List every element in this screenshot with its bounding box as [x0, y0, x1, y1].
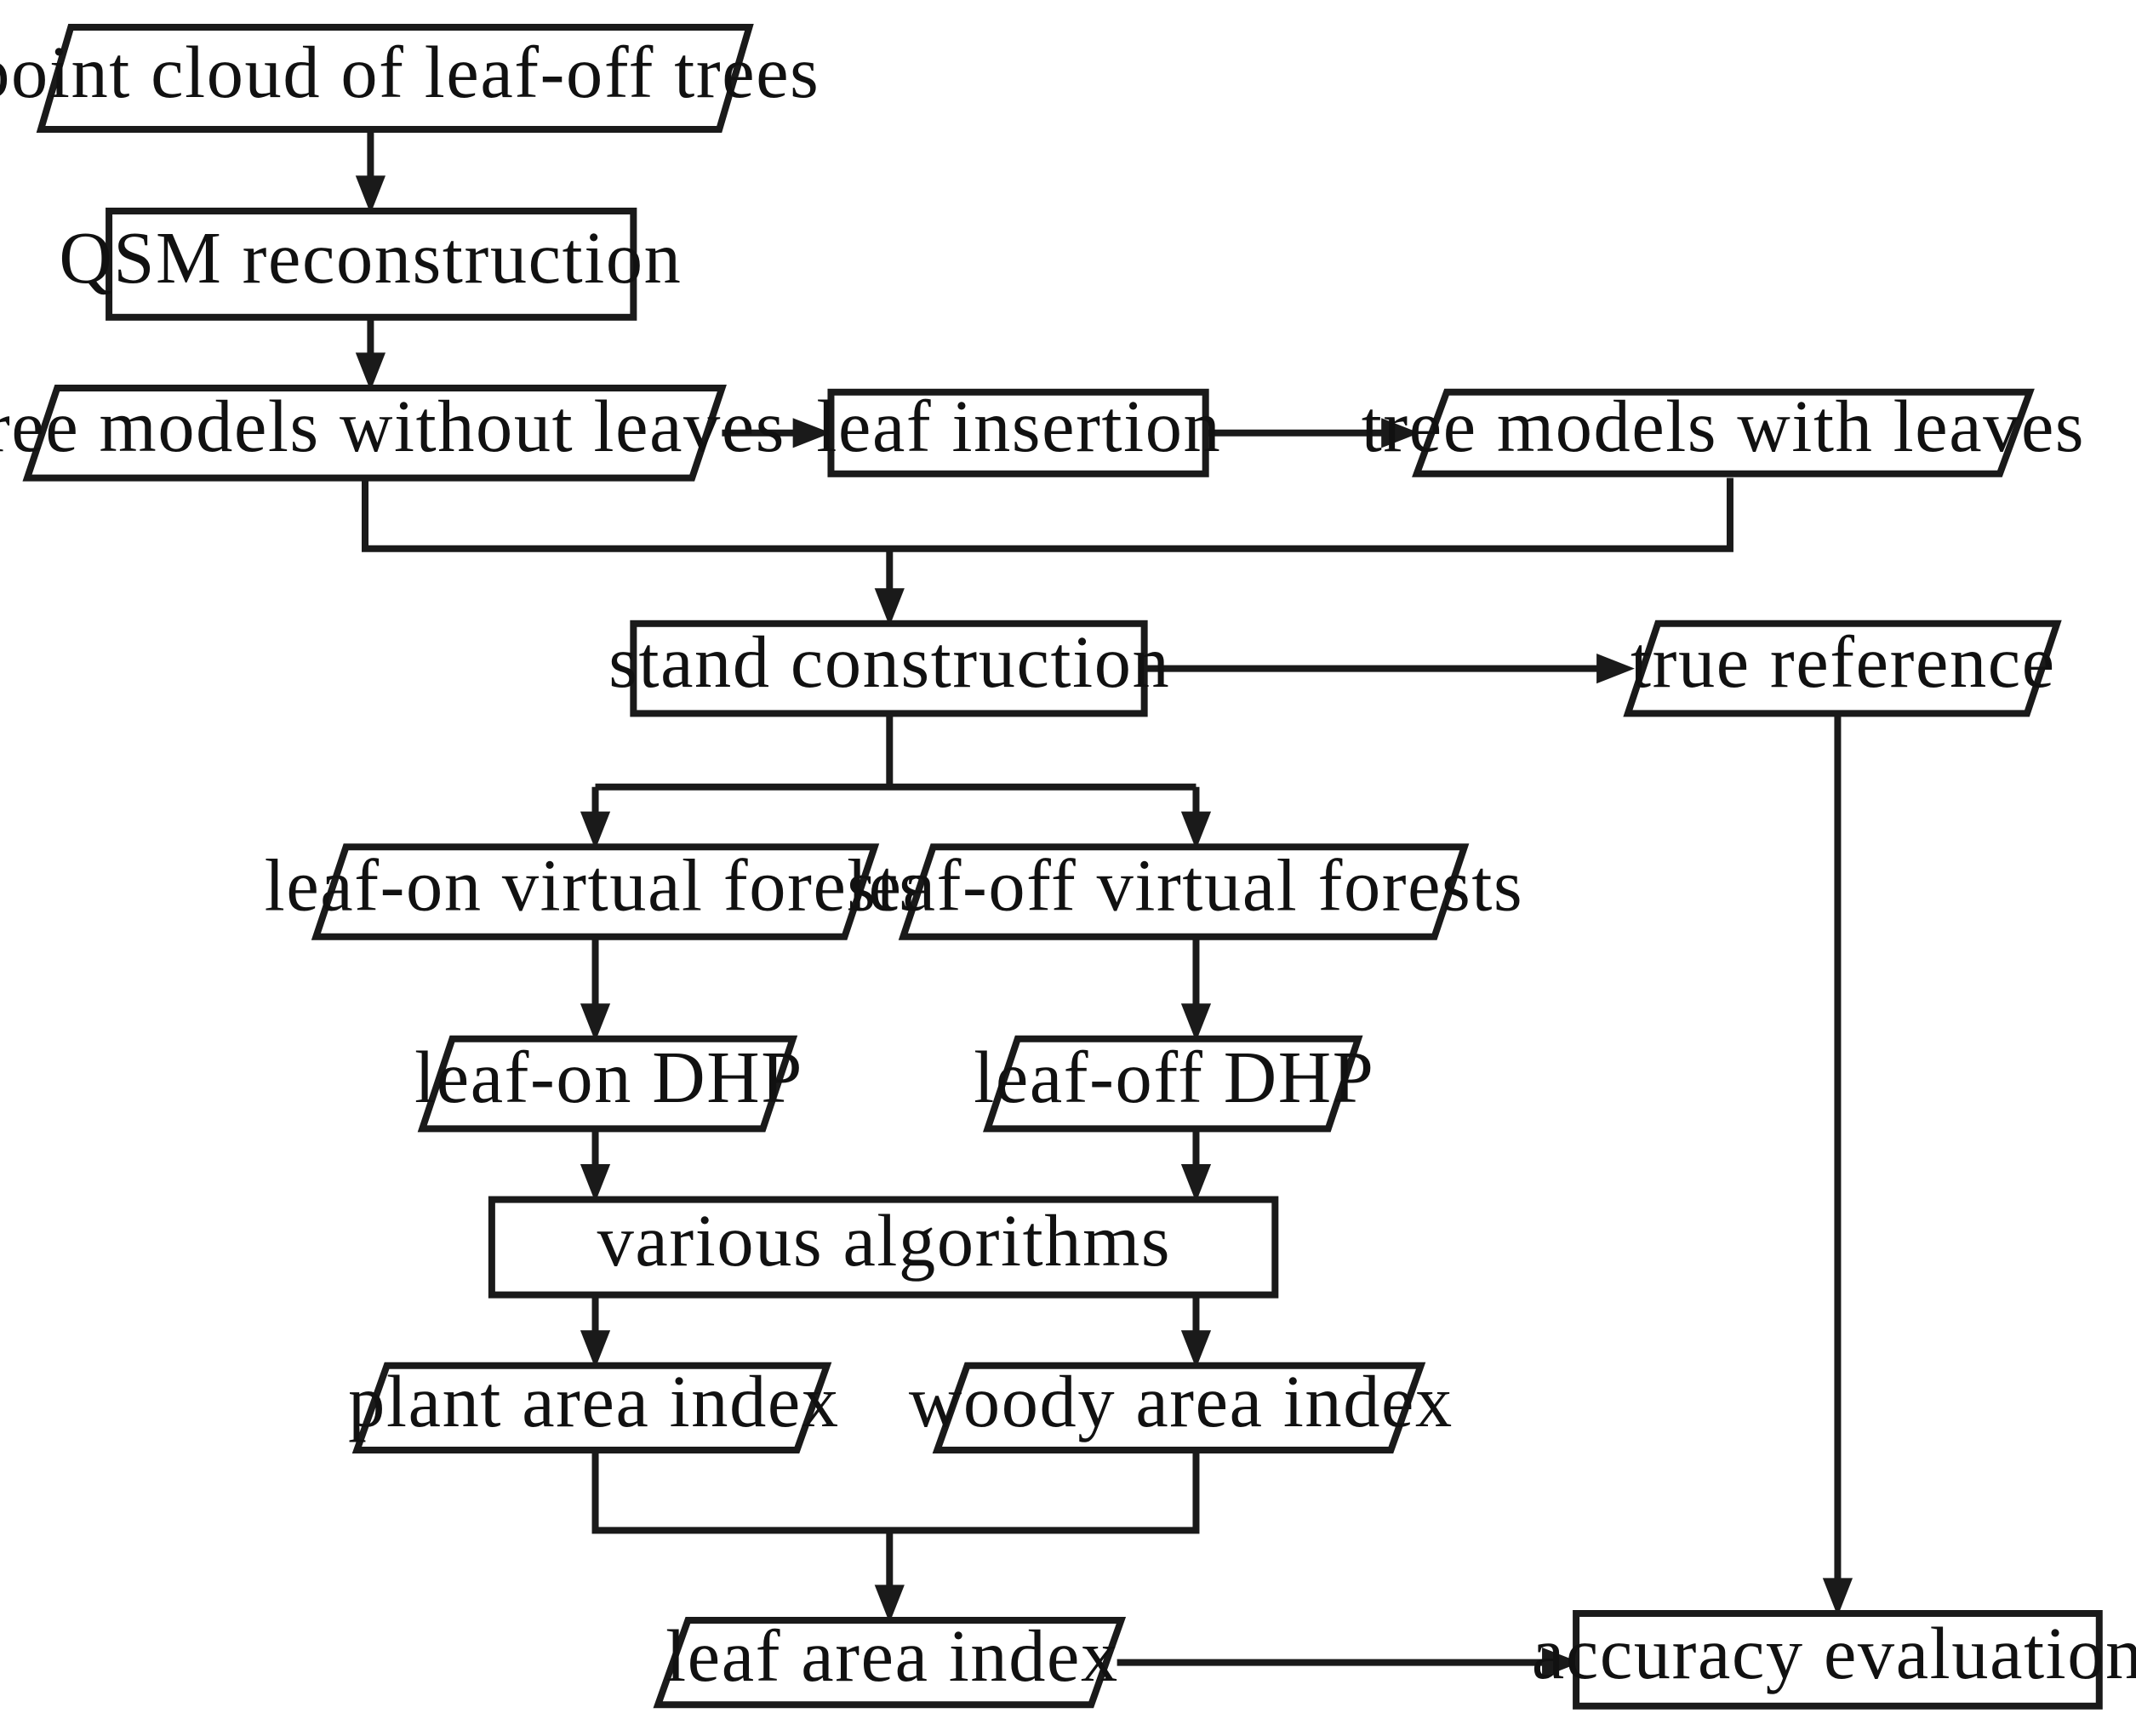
- arrowhead-true-reference-to-accuracy: [1822, 1578, 1853, 1617]
- node-label: leaf-off DHP: [974, 1036, 1374, 1118]
- node-label: woody area index: [909, 1361, 1454, 1442]
- rectangle-shape: [488, 1196, 1279, 1299]
- node-leaf-area-index[interactable]: leaf area index: [653, 1615, 1127, 1709]
- node-layer: point cloud of leaf-off trees QSM recons…: [0, 24, 2136, 1710]
- arrowhead-leaf-insertion-to-models-with: [1381, 418, 1419, 448]
- arrowhead-leaf-off-dhp-to-algorithms: [1180, 1164, 1212, 1202]
- node-label: leaf-on virtual forests: [265, 844, 929, 926]
- node-woody-area-index[interactable]: woody area index: [909, 1361, 1454, 1453]
- node-leaf-off-dhp[interactable]: leaf-off DHP: [974, 1035, 1374, 1133]
- arrowhead-merge-to-stand-construction: [874, 588, 905, 626]
- parallelogram-shape: [932, 1362, 1426, 1453]
- node-label: accuracy evaluation: [1532, 1613, 2136, 1694]
- connector-stand-split-bus: [591, 713, 1200, 831]
- node-various-algorithms[interactable]: various algorithms: [488, 1196, 1279, 1299]
- node-label: point cloud of leaf-off trees: [0, 31, 820, 113]
- node-leaf-on-virtual-forests[interactable]: leaf-on virtual forests: [265, 843, 929, 940]
- rectangle-shape: [630, 620, 1148, 717]
- node-tree-models-with-leaves[interactable]: tree models with leaves: [1362, 385, 2085, 477]
- node-point-cloud-of-leaf-off-trees[interactable]: point cloud of leaf-off trees: [0, 24, 820, 133]
- node-label: tree models without leaves: [0, 385, 785, 467]
- arrowhead-stand-to-leaf-off-forest: [1180, 811, 1212, 850]
- arrowhead-algorithms-to-woody-area-index: [1180, 1330, 1212, 1368]
- parallelogram-shape: [311, 843, 880, 940]
- connector-layer: [355, 129, 1853, 1678]
- parallelogram-shape: [1412, 388, 2035, 477]
- connector-models-merge-bus: [362, 477, 1733, 552]
- node-accuracy-evaluation[interactable]: accuracy evaluation: [1532, 1610, 2136, 1710]
- arrowhead-stand-to-leaf-on-forest: [580, 811, 611, 850]
- arrowhead-leaf-area-index-to-accuracy: [1542, 1647, 1580, 1678]
- node-stand-construction[interactable]: stand construction: [608, 620, 1170, 717]
- arrowhead-leaf-on-forest-to-dhp: [580, 1003, 611, 1042]
- arrowhead-models-without-to-leaf-insertion: [792, 418, 831, 448]
- arrowhead-point-cloud-to-qsm: [355, 175, 386, 214]
- parallelogram-shape: [36, 24, 754, 133]
- parallelogram-shape: [1623, 620, 2062, 717]
- node-leaf-on-dhp[interactable]: leaf-on DHP: [414, 1035, 803, 1133]
- arrowhead-algorithms-to-plant-area-index: [580, 1330, 611, 1368]
- node-qsm-reconstruction[interactable]: QSM reconstruction: [59, 208, 682, 321]
- node-label: plant area index: [348, 1361, 840, 1442]
- rectangle-shape: [106, 208, 637, 321]
- node-label: various algorithms: [597, 1200, 1172, 1282]
- arrowhead-leaf-on-dhp-to-algorithms: [580, 1164, 611, 1202]
- connector-area-index-merge-bus: [591, 1450, 1200, 1534]
- node-label: QSM reconstruction: [59, 217, 682, 299]
- parallelogram-shape: [351, 1362, 832, 1453]
- parallelogram-shape: [653, 1617, 1127, 1709]
- parallelogram-shape: [22, 385, 727, 482]
- arrowhead-qsm-to-models-without: [355, 352, 386, 391]
- node-label: leaf insertion: [816, 385, 1221, 467]
- parallelogram-shape: [898, 843, 1470, 940]
- node-label: tree models with leaves: [1362, 385, 2085, 467]
- node-label: leaf area index: [665, 1615, 1119, 1697]
- rectangle-shape: [1573, 1610, 2103, 1710]
- node-tree-models-without-leaves[interactable]: tree models without leaves: [0, 385, 785, 482]
- rectangle-shape: [827, 388, 1209, 477]
- arrowhead-leaf-off-forest-to-dhp: [1180, 1003, 1212, 1042]
- node-leaf-off-virtual-forests[interactable]: leaf-off virtual forests: [847, 843, 1523, 940]
- arrowhead-merge-to-leaf-area-index: [874, 1585, 905, 1624]
- arrowhead-stand-construction-to-true-reference: [1596, 654, 1635, 684]
- parallelogram-shape: [983, 1035, 1363, 1133]
- node-leaf-insertion[interactable]: leaf insertion: [816, 385, 1221, 477]
- node-label: leaf-off virtual forests: [847, 844, 1523, 926]
- node-plant-area-index[interactable]: plant area index: [348, 1361, 840, 1453]
- node-true-reference[interactable]: true reference: [1623, 620, 2062, 717]
- node-label: stand construction: [608, 621, 1170, 703]
- node-label: leaf-on DHP: [414, 1036, 803, 1118]
- node-label: true reference: [1631, 621, 2056, 703]
- parallelogram-shape: [417, 1035, 798, 1133]
